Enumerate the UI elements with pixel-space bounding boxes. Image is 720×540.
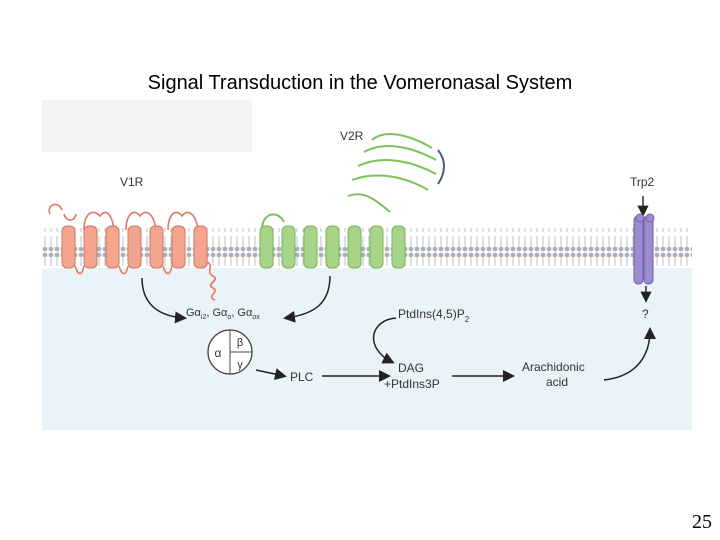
ptdins3p-label: +PtdIns3P [384, 377, 440, 391]
trp2-channel [633, 196, 655, 303]
v1r-label: V1R [120, 175, 144, 189]
gprotein-to-plc-arrow [255, 368, 287, 380]
v1r-receptor [48, 203, 217, 301]
v2r-label: V2R [340, 129, 364, 143]
g-gamma-subunit: γ [237, 359, 243, 371]
arachidonic-to-trp2-arrow [603, 327, 656, 381]
g-alpha-subunit: α [215, 346, 222, 360]
pathway-arrows [141, 275, 656, 382]
g-protein-complex: α β γ [207, 329, 253, 375]
arachidonic-label-line1: Arachidonic [522, 360, 585, 374]
dag-label: DAG [398, 361, 424, 375]
extracellular-area [42, 100, 252, 152]
cytoplasm-area [42, 268, 692, 430]
trp2-label: Trp2 [630, 175, 655, 189]
v2r-to-gprotein-arrow [283, 275, 331, 323]
plc-label: PLC [290, 370, 314, 384]
unknown-step-label: ? [642, 307, 649, 321]
slide-title: Signal Transduction in the Vomeronasal S… [147, 72, 573, 94]
page-number: 25 [692, 511, 712, 533]
v2r-receptor [259, 133, 445, 269]
g-protein-label: Gαi2, Gαo, Gαox [186, 307, 260, 321]
v1r-to-gprotein-arrow [141, 277, 187, 324]
g-beta-subunit: β [237, 337, 243, 349]
ptdins-to-dag-arrow [373, 317, 397, 364]
arachidonic-label-line2: acid [546, 375, 568, 389]
ptdins-label: PtdIns(4,5)P2 [398, 307, 470, 324]
